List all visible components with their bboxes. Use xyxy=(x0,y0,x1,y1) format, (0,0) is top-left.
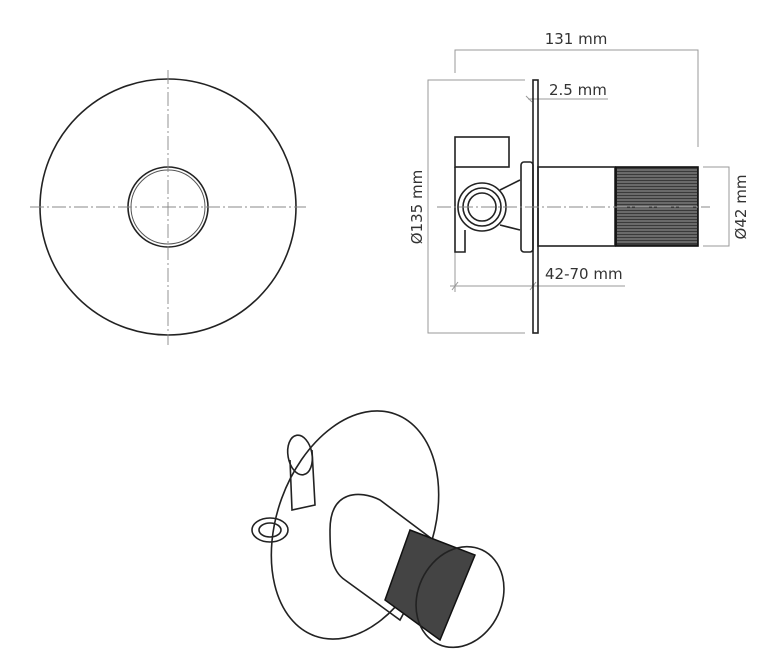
valve-sleeve xyxy=(537,166,616,247)
knob-face-iso xyxy=(415,545,505,649)
dim-plate-diameter: Ø135 mm xyxy=(408,170,426,244)
side-view: 131 mm Ø135 mm 2.5 mm 42-70 mm Ø42 mm xyxy=(408,30,750,334)
dim-overall-length: 131 mm xyxy=(545,30,608,48)
isometric-view xyxy=(251,410,505,649)
dim-knob-diameter: Ø42 mm xyxy=(732,175,750,240)
dim-plate-thickness: 2.5 mm xyxy=(549,81,607,99)
dim-wall-depth: 42-70 mm xyxy=(545,265,623,283)
knurled-knob xyxy=(615,166,699,247)
front-view xyxy=(30,70,306,345)
valve-bracket xyxy=(454,136,510,168)
valve-sleeve-iso xyxy=(329,493,442,622)
knurled-knob-iso xyxy=(384,529,476,642)
